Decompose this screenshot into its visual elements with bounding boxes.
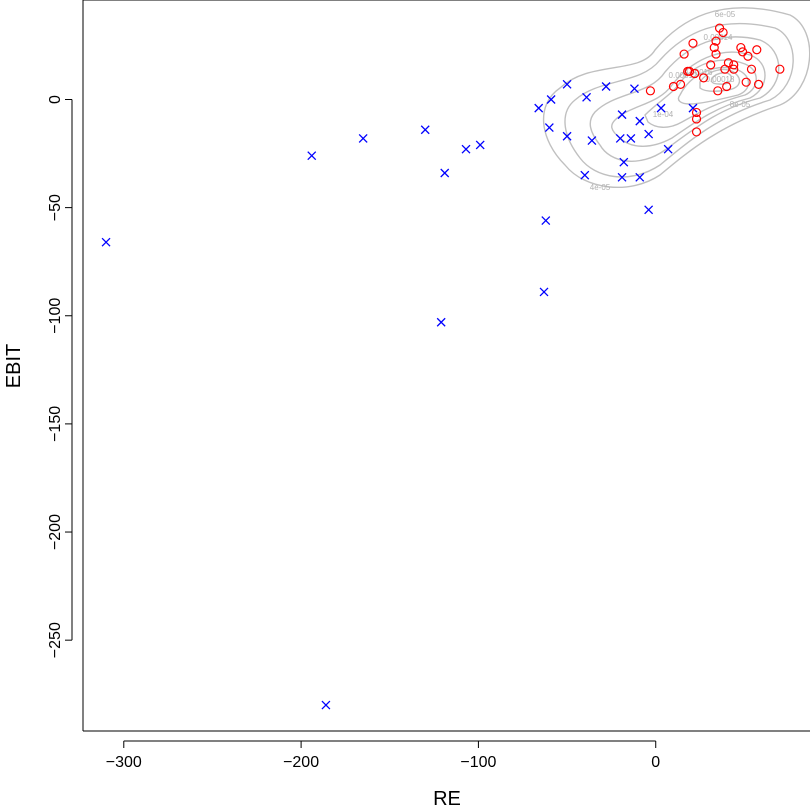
point-o [690, 68, 700, 79]
point-o [691, 114, 702, 124]
point-o [743, 51, 753, 61]
point-o [684, 66, 695, 76]
point-o [711, 49, 721, 59]
point-x [688, 103, 698, 113]
contour-line [542, 7, 810, 188]
point-x [619, 157, 629, 167]
point-x [546, 95, 556, 104]
point-x [101, 237, 111, 247]
point-x [358, 133, 368, 143]
point-x [420, 125, 430, 135]
x-tick-label: −200 [283, 754, 319, 771]
point-x [461, 144, 471, 154]
point-x [580, 170, 590, 180]
point-o [675, 79, 686, 89]
point-o [729, 64, 739, 74]
point-x [656, 103, 666, 113]
y-tick-label: −200 [47, 514, 64, 550]
point-o [713, 86, 723, 96]
point-x [440, 168, 450, 178]
point-o [723, 58, 734, 68]
point-x [436, 317, 446, 327]
contour-label: 8e-05 [730, 100, 751, 109]
point-o [746, 64, 757, 74]
point-x [475, 140, 485, 150]
contour-line [699, 68, 741, 93]
point-o [752, 45, 762, 55]
point-x [626, 133, 636, 143]
point-x [541, 216, 551, 226]
point-o [706, 60, 716, 70]
contour-label: 0.00018 [706, 75, 735, 84]
point-x [617, 172, 627, 182]
point-x [539, 287, 549, 297]
contour-label: 6e-05 [715, 10, 736, 19]
point-x [617, 110, 627, 120]
point-x [562, 79, 572, 89]
point-x [544, 123, 554, 133]
point-o [688, 38, 698, 48]
y-tick-label: −150 [47, 406, 64, 442]
x-tick-label: −300 [106, 754, 142, 771]
x-tick-label: 0 [651, 754, 660, 771]
axes: −300 −200 −100 0 −250 −200 −150 −100 −50 0 [47, 0, 810, 771]
y-tick-label: −50 [47, 194, 64, 221]
point-x [615, 133, 625, 143]
contour-label: 4e-05 [590, 183, 611, 192]
y-tick-label: −250 [47, 622, 64, 658]
point-x [534, 103, 544, 113]
x-tick-label: −100 [460, 754, 496, 771]
point-o [691, 107, 702, 118]
y-axis-title: EBIT [3, 344, 25, 388]
point-x [321, 700, 331, 710]
point-o [709, 42, 719, 53]
contour-line [677, 66, 750, 105]
contour-label: 0.00012 [669, 71, 698, 80]
point-o [753, 79, 764, 89]
point-o [722, 81, 732, 92]
point-o [736, 42, 746, 53]
contour-label: 1e-04 [653, 110, 674, 119]
point-o [775, 64, 785, 74]
point-x [601, 82, 611, 91]
point-x [635, 116, 645, 126]
point-o [699, 73, 709, 83]
point-x [587, 136, 597, 146]
point-o [691, 127, 702, 137]
point-x [644, 205, 654, 215]
point-x [307, 151, 317, 161]
point-o [741, 77, 751, 87]
point-x [663, 144, 673, 154]
point-o [729, 60, 739, 70]
point-x [635, 172, 645, 182]
point-x [644, 129, 654, 139]
point-x [582, 92, 592, 102]
density-contours [542, 7, 810, 188]
point-o [645, 86, 656, 96]
x-axis-title: RE [433, 788, 461, 810]
y-tick-label: −100 [47, 298, 64, 334]
contour-line [564, 22, 794, 178]
y-tick-label: 0 [47, 95, 64, 104]
data-points [101, 23, 785, 710]
point-x [562, 131, 572, 141]
point-o [679, 49, 689, 59]
point-o [711, 36, 721, 46]
point-x [629, 84, 639, 94]
point-o [718, 27, 728, 38]
contour-line [589, 36, 780, 162]
